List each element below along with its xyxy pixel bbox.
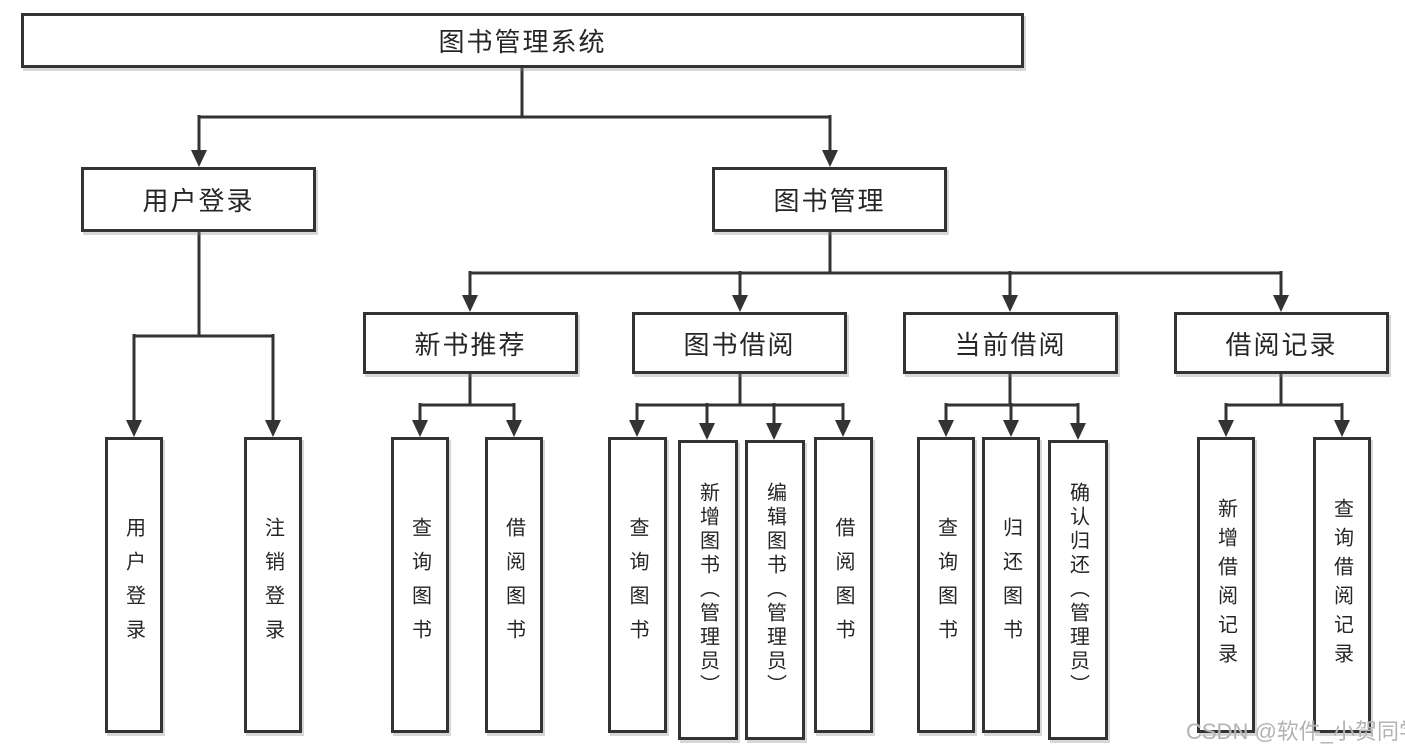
- leaf-label: 查询借阅记录: [1330, 498, 1353, 672]
- leaf-logout: 注销登录: [244, 437, 302, 733]
- leaf-label: 查询图书: [934, 517, 957, 653]
- leaf-add-book-admin: 新增图书（管理员）: [678, 440, 738, 740]
- node-current-borrowing: 当前借阅: [903, 312, 1118, 374]
- leaf-add-borrow-record: 新增借阅记录: [1197, 437, 1255, 733]
- leaf-query-books-recommend: 查询图书: [391, 437, 449, 733]
- node-label: 用户登录: [142, 186, 255, 216]
- leaf-label: 注销登录: [261, 517, 284, 653]
- leaf-label: 查询图书: [408, 517, 431, 653]
- leaf-label: 归还图书: [999, 517, 1022, 653]
- node-label: 图书管理系统: [438, 27, 607, 57]
- node-label: 借阅记录: [1225, 329, 1338, 360]
- arrowheads: [126, 150, 1350, 440]
- leaf-label: 确认归还（管理员）: [1066, 482, 1089, 698]
- node-new-book-recommendation: 新书推荐: [363, 312, 578, 374]
- leaf-query-borrow-record: 查询借阅记录: [1313, 437, 1371, 733]
- node-borrowing-records: 借阅记录: [1174, 312, 1389, 374]
- node-label: 图书管理: [773, 186, 886, 216]
- leaf-query-books-borrowing: 查询图书: [608, 437, 667, 733]
- node-label: 当前借阅: [954, 329, 1067, 360]
- leaf-return-book: 归还图书: [982, 437, 1040, 733]
- leaf-user-login: 用户登录: [105, 437, 163, 733]
- node-book-management: 图书管理: [712, 167, 947, 232]
- csdn-watermark: CSDN @软件_小贺同学: [1186, 719, 1405, 744]
- leaf-borrow-books-recommend: 借阅图书: [485, 437, 543, 733]
- node-book-borrowing: 图书借阅: [632, 312, 847, 374]
- leaf-label: 编辑图书（管理员）: [763, 482, 786, 698]
- leaf-edit-book-admin: 编辑图书（管理员）: [745, 440, 805, 740]
- node-label: 图书借阅: [683, 329, 796, 360]
- node-library-management-system: 图书管理系统: [21, 13, 1024, 68]
- leaf-query-books-current: 查询图书: [917, 437, 975, 733]
- leaf-label: 查询图书: [626, 517, 648, 653]
- leaf-borrow-books-borrowing: 借阅图书: [814, 437, 873, 733]
- leaf-label: 新增图书（管理员）: [696, 482, 719, 698]
- leaf-confirm-return-admin: 确认归还（管理员）: [1048, 440, 1108, 740]
- node-user-login: 用户登录: [81, 167, 316, 232]
- leaf-label: 用户登录: [122, 517, 145, 653]
- leaf-label: 新增借阅记录: [1214, 498, 1237, 672]
- leaf-label: 借阅图书: [502, 517, 525, 653]
- leaf-label: 借阅图书: [832, 517, 854, 653]
- node-label: 新书推荐: [414, 329, 527, 360]
